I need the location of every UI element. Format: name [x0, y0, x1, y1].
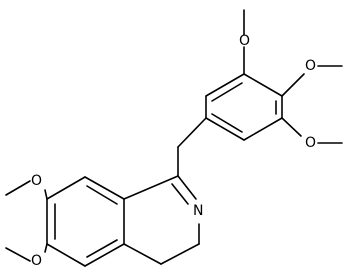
trimethoxyphenyl-ring	[205, 73, 283, 141]
bond	[205, 73, 245, 97]
bond	[84, 243, 125, 267]
bond	[243, 117, 283, 141]
bond	[123, 243, 162, 265]
bond	[160, 243, 200, 265]
bond	[46, 176, 86, 200]
methylene-bond	[177, 117, 207, 148]
dihydroisoquinoline-ring	[123, 175, 200, 265]
oxygen-atom-label-para: O	[305, 58, 316, 74]
bond	[281, 73, 305, 97]
bond	[46, 243, 86, 267]
bond	[243, 73, 283, 97]
methoxy-groups-benzo	[5, 180, 48, 262]
double-bond	[86, 185, 118, 205]
methoxy-groups-aryl	[243, 9, 343, 144]
bond	[5, 247, 31, 262]
bond	[281, 117, 302, 137]
nitrogen-atom-label: N	[193, 203, 203, 219]
bond	[44, 189, 48, 200]
oxygen-atom-label-bottom-meta: O	[305, 135, 316, 151]
oxygen-atom-label-c7: O	[31, 173, 42, 189]
bond	[5, 180, 31, 196]
double-bond	[211, 82, 243, 102]
double-bond	[86, 239, 118, 258]
bond	[44, 243, 48, 253]
bond	[123, 175, 179, 200]
bond	[84, 176, 125, 200]
double-bond	[171, 183, 189, 205]
bond	[205, 117, 245, 141]
oxygen-atom-label-top-meta: O	[239, 33, 250, 49]
double-bond	[211, 113, 243, 133]
oxygen-atom-label-c6: O	[31, 253, 42, 269]
bond	[177, 175, 197, 200]
benzo-ring	[46, 176, 125, 267]
